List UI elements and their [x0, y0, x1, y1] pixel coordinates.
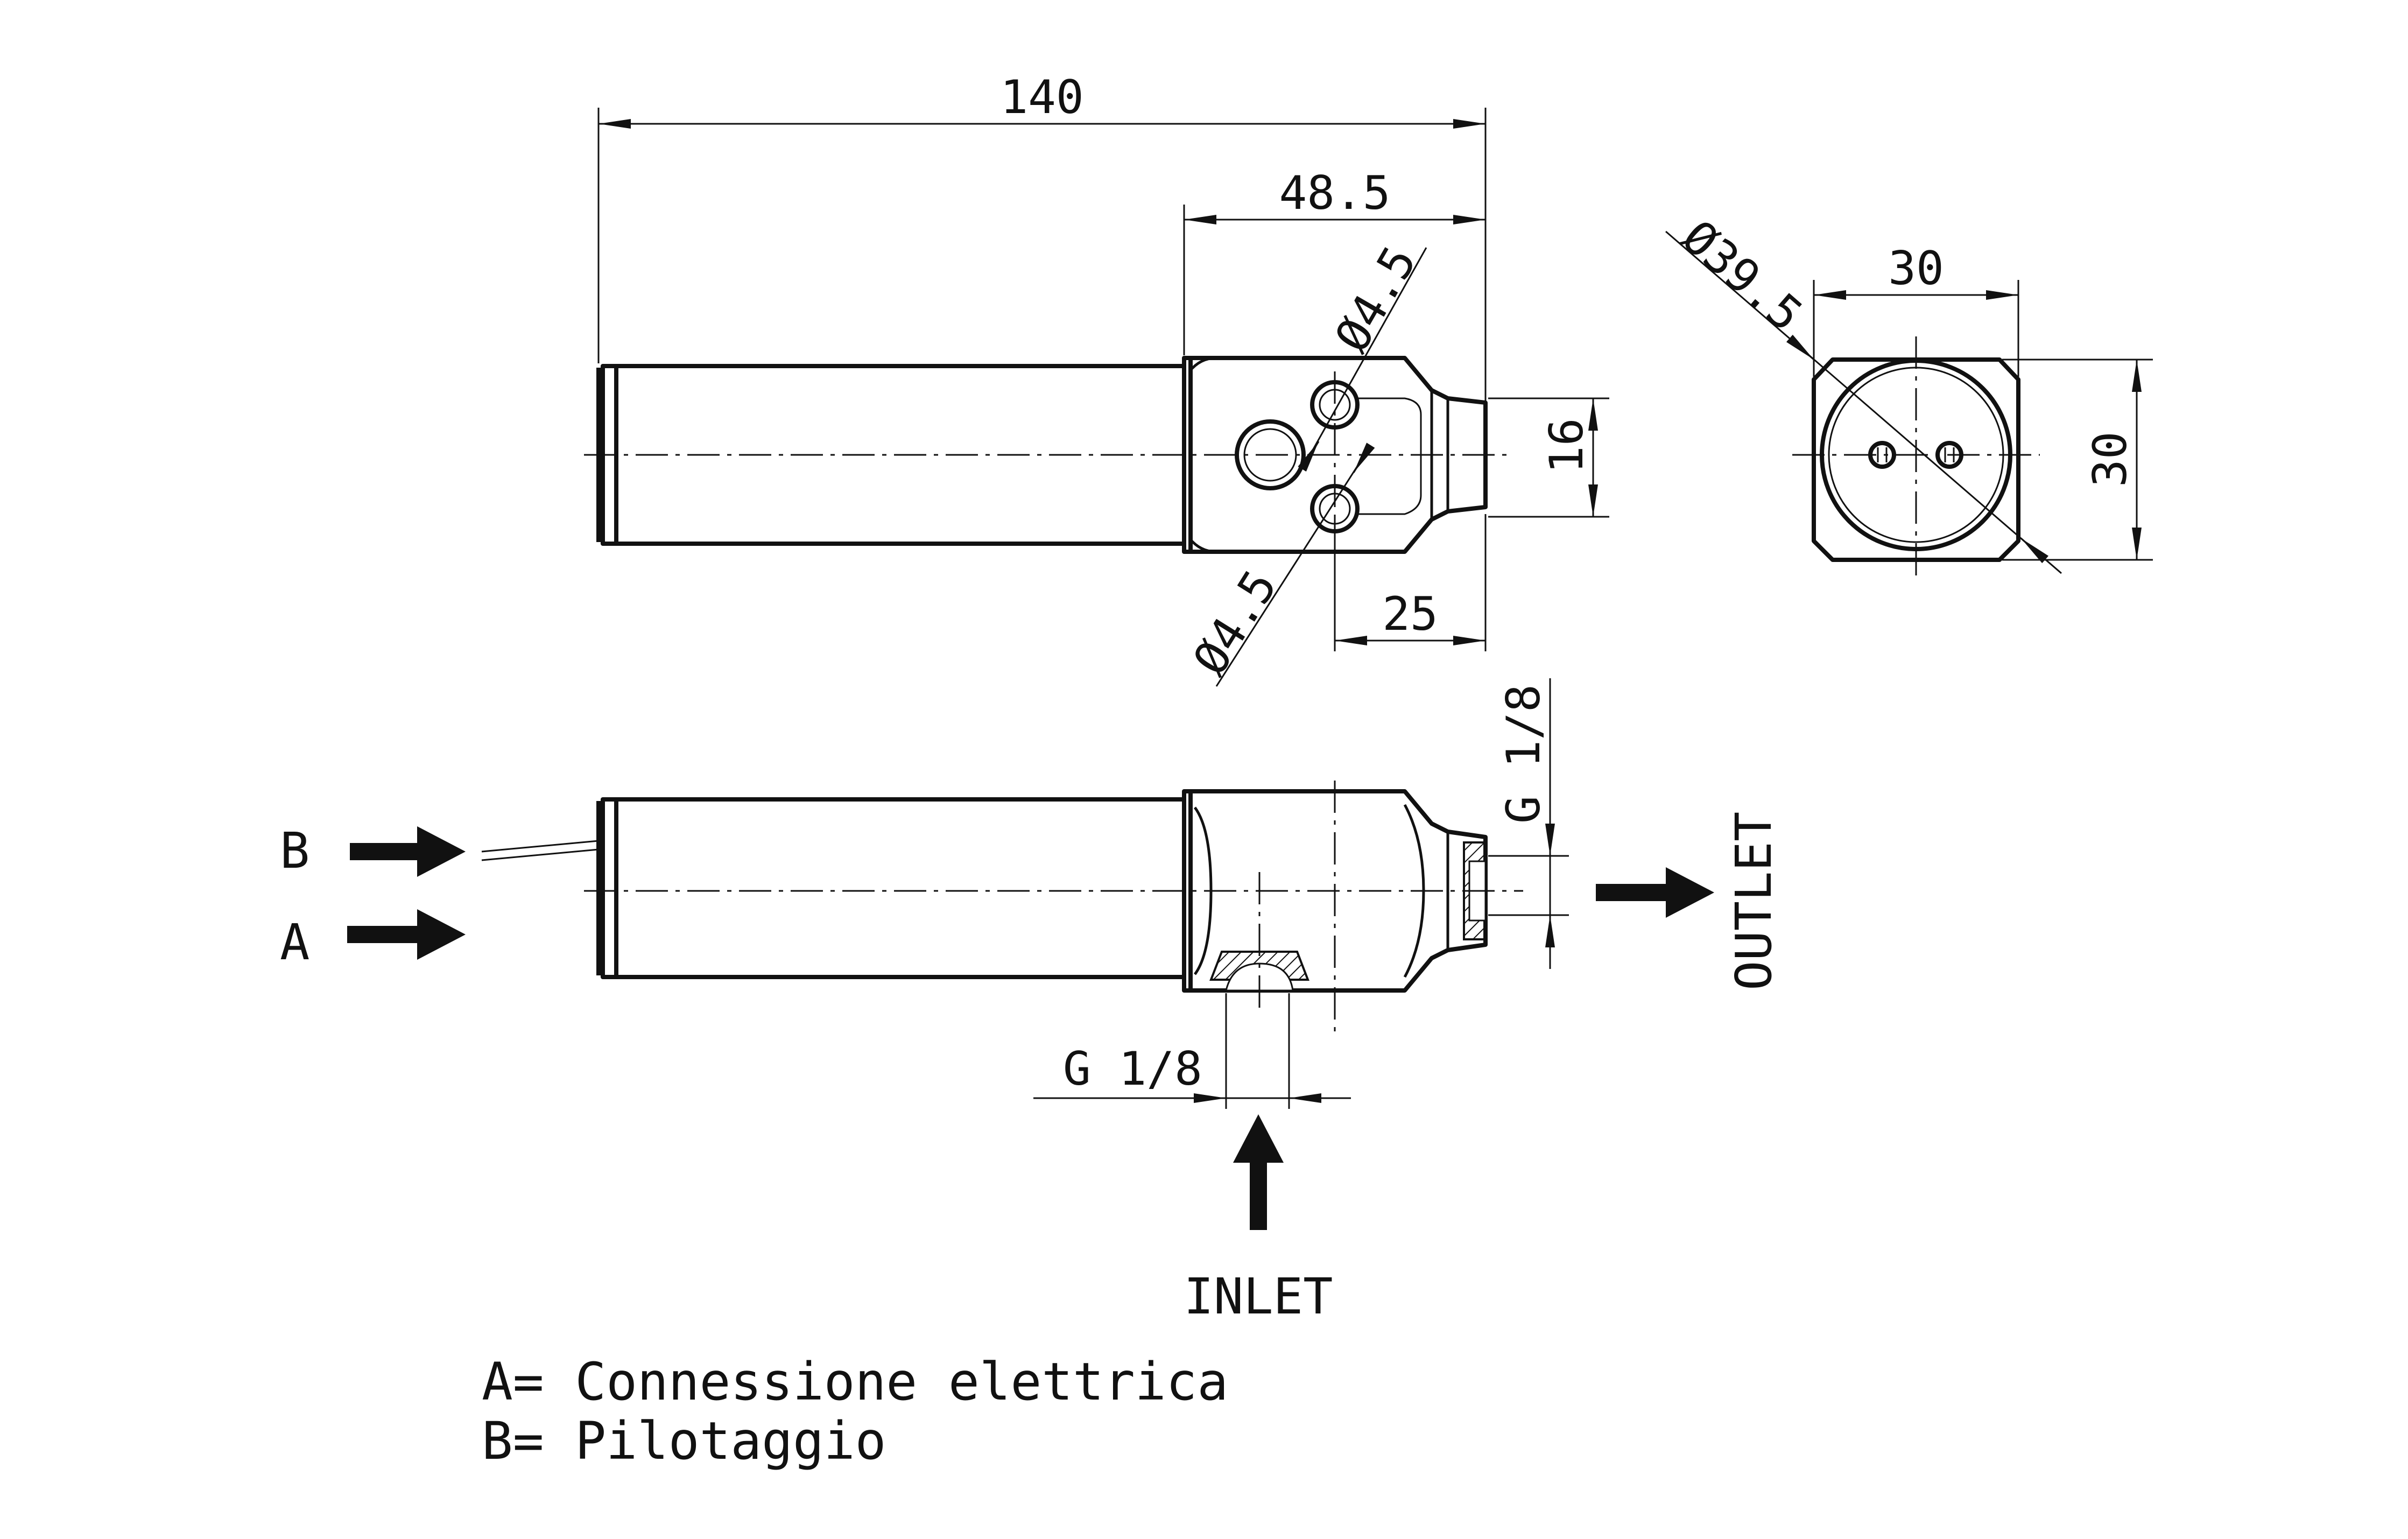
dim-hole-lower: Ø4.5 — [1183, 442, 1375, 687]
dim-line-diameter — [1665, 230, 2062, 574]
arrow-b-head — [417, 826, 466, 877]
dim-end-width: 30 — [1813, 242, 2019, 377]
dim-end-diameter: Ø39.5 — [1665, 210, 2062, 574]
arrow-a-head — [417, 909, 466, 960]
arrow-port-a — [347, 909, 466, 960]
dim-end-height: 30 — [2002, 359, 2153, 561]
dim-inlet-thread: G 1/8 — [1033, 993, 1351, 1109]
dim-text-inlet-thread: G 1/8 — [1063, 1042, 1202, 1096]
pilot-line-upper — [481, 840, 599, 853]
dim-text-width: 30 — [1888, 242, 1944, 296]
end-view: Ø39.5 30 30 — [1665, 210, 2153, 579]
arrow-outlet — [1596, 867, 1714, 918]
dim-text-25: 25 — [1382, 587, 1438, 641]
dim-hole-upper: Ø4.5 — [1298, 237, 1427, 472]
side-body-cylinder — [601, 797, 1186, 979]
dim-hole-offset: 25 — [1334, 514, 1487, 651]
dim-text-48-5: 48.5 — [1279, 166, 1390, 220]
legend-line-b: B= Pilotaggio — [482, 1411, 886, 1471]
arrow-port-b — [350, 826, 466, 877]
internal-channel — [1356, 397, 1422, 515]
leader-arrow-lower — [1353, 442, 1375, 473]
dim-text-hole-lower: Ø4.5 — [1183, 561, 1288, 684]
top-view-body — [596, 364, 1186, 546]
head-corner-lower — [1188, 537, 1217, 553]
arrow-inlet-head — [1233, 1114, 1284, 1163]
arrow-inlet-shaft — [1250, 1160, 1267, 1230]
label-inlet: INLET — [1184, 1268, 1333, 1325]
dim-arrow-diameter-bottom — [2020, 537, 2049, 564]
head-corner-upper — [1188, 356, 1217, 373]
arrow-outlet-shaft — [1596, 884, 1668, 901]
dim-text-outlet-thread: G 1/8 — [1497, 684, 1551, 824]
arrow-a-shaft — [347, 926, 420, 943]
side-view: G 1/8 G 1/8 B A OUTLET — [280, 678, 1783, 1325]
dim-head-height: 16 — [1488, 397, 1609, 518]
arrow-inlet — [1233, 1114, 1284, 1230]
side-head-outline — [1182, 789, 1488, 993]
dim-text-140: 140 — [1000, 71, 1083, 124]
dim-text-hole-upper: Ø4.5 — [1325, 237, 1427, 361]
legend-line-a: A= Connessione elettrica — [482, 1352, 1228, 1412]
pilot-line-lower — [481, 848, 599, 861]
leader-hole-lower — [1215, 446, 1371, 687]
leader-arrow-upper — [1298, 441, 1320, 472]
arrow-b-shaft — [350, 843, 420, 860]
leader-hole-upper — [1301, 247, 1427, 469]
dim-outlet-thread: G 1/8 — [1488, 678, 1569, 969]
dim-head-length: 48.5 — [1183, 166, 1485, 355]
end-view-square — [1812, 357, 2020, 562]
arrow-outlet-head — [1666, 867, 1714, 918]
dim-overall-length: 140 — [597, 71, 1487, 401]
dim-text-height: 30 — [2083, 431, 2137, 487]
dim-text-16: 16 — [1540, 418, 1594, 474]
head-block-outline — [1182, 356, 1488, 554]
dim-text-diameter: Ø39.5 — [1672, 210, 1812, 342]
label-port-b: B — [280, 822, 309, 880]
label-outlet: OUTLET — [1725, 812, 1783, 990]
top-view: 140 48.5 Ø4.5 Ø4.5 16 — [584, 71, 1609, 687]
legend: A= Connessione elettrica B= Pilotaggio — [482, 1352, 1228, 1471]
label-port-a: A — [280, 913, 309, 971]
dim-arrow-diameter-top — [1786, 334, 1814, 361]
